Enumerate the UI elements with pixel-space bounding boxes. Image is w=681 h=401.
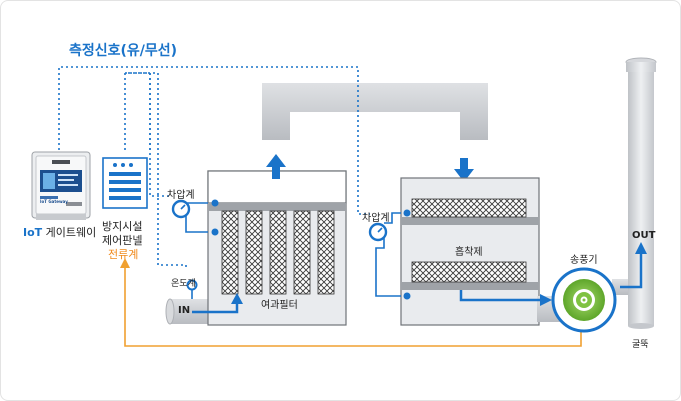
control-panel-device (102, 157, 148, 209)
inlet-flow-arrow (192, 302, 239, 314)
outlet-flow-line (620, 252, 643, 289)
outlet-label: OUT (632, 230, 656, 241)
top-duct (262, 83, 488, 140)
outlet-flow-arrow (635, 242, 647, 254)
iot-gateway-device (31, 151, 91, 220)
gateway-brand: IoT (23, 226, 43, 239)
adsorber-flow-arrow (540, 294, 552, 306)
ammeter-label: 전류계 (108, 248, 139, 261)
thermometer-label: 온도계 (171, 279, 196, 289)
diff-pressure-gauge-2 (368, 209, 411, 300)
filter-label: 여과필터 (261, 300, 298, 311)
diff-pressure-label-1: 차압계 (167, 190, 195, 201)
gateway-name: 게이트웨이 (45, 226, 97, 239)
fan-label: 송풍기 (570, 255, 598, 266)
diff-pressure-gauge-1 (171, 199, 219, 236)
panel-label-line1: 방지시설 (102, 220, 143, 233)
diff-pressure-label-2: 차압계 (362, 213, 390, 224)
signal-title: 측정신호(유/무선) (69, 43, 178, 59)
gateway-label: IoT 게이트웨이 (23, 224, 96, 240)
chimney-label: 굴뚝 (632, 340, 649, 350)
thermometer (186, 279, 198, 299)
fan (551, 267, 617, 333)
chimney (625, 57, 657, 329)
adsorber-inflow-arrow (454, 158, 474, 182)
inlet-label: IN (178, 305, 191, 316)
panel-label-line2: 제어판넬 (102, 234, 143, 247)
adsorbent-label: 흡착제 (455, 247, 483, 258)
gateway-device-text: IoT Gateway (40, 199, 68, 204)
adsorber-flow-line (459, 290, 542, 302)
ammeter-arrow (120, 258, 130, 268)
signal-lines (58, 66, 370, 270)
filter-outflow-arrow (266, 154, 286, 179)
